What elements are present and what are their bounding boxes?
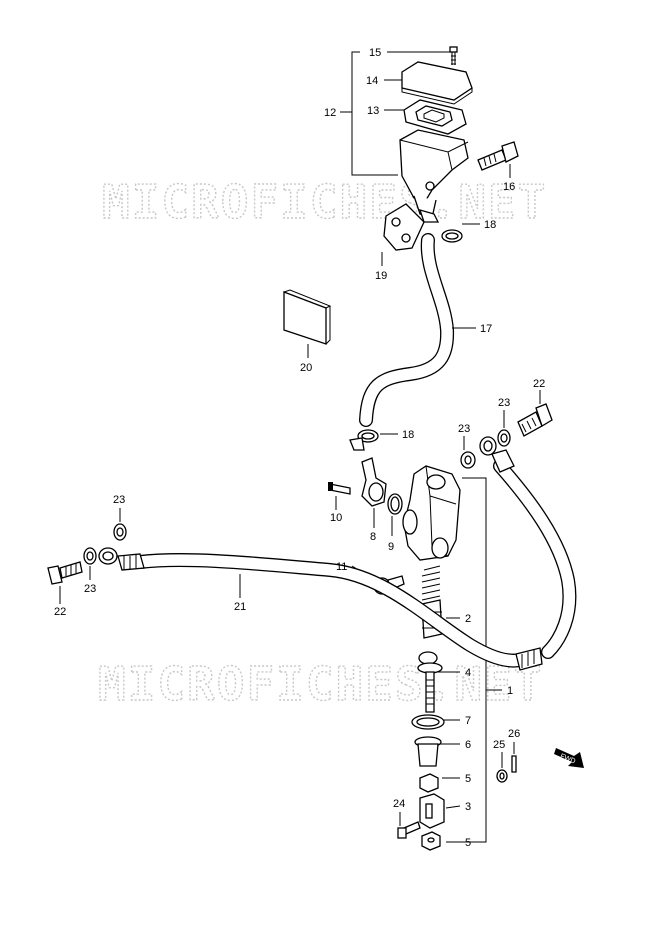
label-20: 20 [300, 362, 312, 374]
label-25: 25 [493, 739, 505, 751]
nut-5-bottom [421, 831, 441, 851]
label-22-right: 22 [533, 378, 545, 390]
washer-25 [496, 752, 508, 783]
label-6: 6 [465, 739, 471, 751]
banjo-bolt-22-left [47, 561, 83, 604]
hose-21 [98, 547, 543, 671]
washer-23-c [113, 508, 127, 541]
bolt-10 [328, 482, 351, 510]
pushrod-4 [417, 651, 460, 713]
bolt-16 [477, 141, 519, 178]
watermark-bottom: MICROFICHES.NET [98, 657, 543, 711]
banjo-bolt-22-right [517, 390, 553, 437]
plate-19 [381, 203, 425, 266]
nut-5-top [419, 773, 460, 793]
label-22-left: 22 [54, 606, 66, 618]
watermark-top: MICROFICHES.NET [102, 175, 547, 229]
label-21: 21 [234, 601, 246, 613]
washer-23-b [460, 436, 476, 469]
clamp-18-top [418, 209, 480, 243]
label-3: 3 [465, 801, 471, 813]
hose-upper-right [479, 436, 577, 659]
fitting-8 [361, 457, 387, 528]
washer-23-a [497, 410, 511, 447]
label-16: 16 [503, 181, 515, 193]
cap-14 [384, 61, 473, 105]
washer-23-d [83, 547, 97, 580]
screw-15 [387, 46, 458, 65]
label-9: 9 [388, 541, 394, 553]
label-8: 8 [370, 531, 376, 543]
label-5-top: 5 [465, 773, 471, 785]
label-1: 1 [507, 685, 513, 697]
label-17: 17 [480, 323, 492, 335]
cotter-pin-26 [511, 742, 517, 773]
label-23-b: 23 [458, 423, 470, 435]
label-2: 2 [465, 613, 471, 625]
pin-24 [397, 812, 421, 839]
callout-labels: 15 14 12 13 16 18 19 17 20 22 18 23 23 1… [54, 47, 545, 849]
label-19: 19 [375, 270, 387, 282]
pad-20 [283, 289, 332, 358]
hose-17 [359, 233, 476, 427]
label-24: 24 [393, 798, 405, 810]
label-13: 13 [367, 105, 379, 117]
bracket-12 [351, 51, 398, 176]
label-18-bottom: 18 [402, 429, 414, 441]
circlip-7 [411, 714, 460, 730]
label-10: 10 [330, 512, 342, 524]
fwd-arrow: FWD [554, 748, 584, 768]
label-23-c: 23 [113, 494, 125, 506]
label-15: 15 [369, 47, 381, 59]
boot-6 [414, 736, 460, 767]
label-23-d: 23 [84, 583, 96, 595]
label-18-top: 18 [484, 219, 496, 231]
label-12: 12 [324, 107, 336, 119]
clamp-18-bottom [349, 429, 398, 451]
oring-9 [387, 493, 403, 536]
label-11: 11 [336, 561, 347, 573]
reservoir-body [399, 129, 469, 219]
fwd-text: FWD [559, 753, 576, 765]
label-5-bottom: 5 [465, 837, 471, 849]
label-23-a: 23 [498, 397, 510, 409]
label-14: 14 [366, 75, 378, 87]
clevis-3 [419, 793, 461, 829]
label-26: 26 [508, 728, 520, 740]
master-cylinder-1 [402, 465, 461, 561]
label-4: 4 [465, 667, 471, 679]
diaphragm-13 [384, 99, 467, 135]
label-7: 7 [465, 715, 471, 727]
